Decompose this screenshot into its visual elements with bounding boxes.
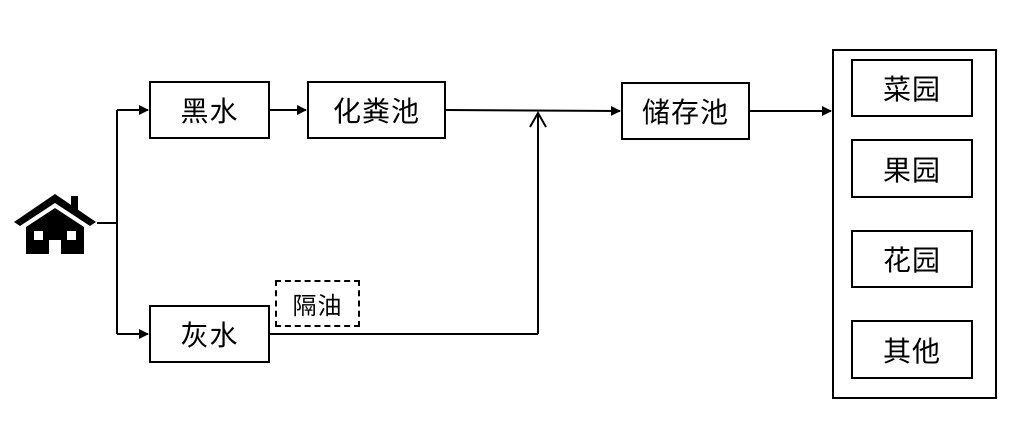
merge-arrowhead [529,110,547,128]
storage-tank-box: 储存池 [621,82,750,140]
oil-separation-box: 隔油 [275,280,360,327]
destination-other: 其他 [851,320,973,379]
septic-tank-box: 化粪池 [307,81,446,139]
greywater-box: 灰水 [149,305,270,363]
arrow-to-storage-tank [445,105,621,116]
destination-flower-garden: 花园 [851,230,973,288]
destinations-group [832,49,997,399]
destination-vegetable-garden: 菜园 [851,59,973,117]
destination-orchard: 果园 [851,139,973,198]
connectors [97,105,832,339]
house-icon [14,194,96,254]
blackwater-box: 黑水 [149,81,270,139]
